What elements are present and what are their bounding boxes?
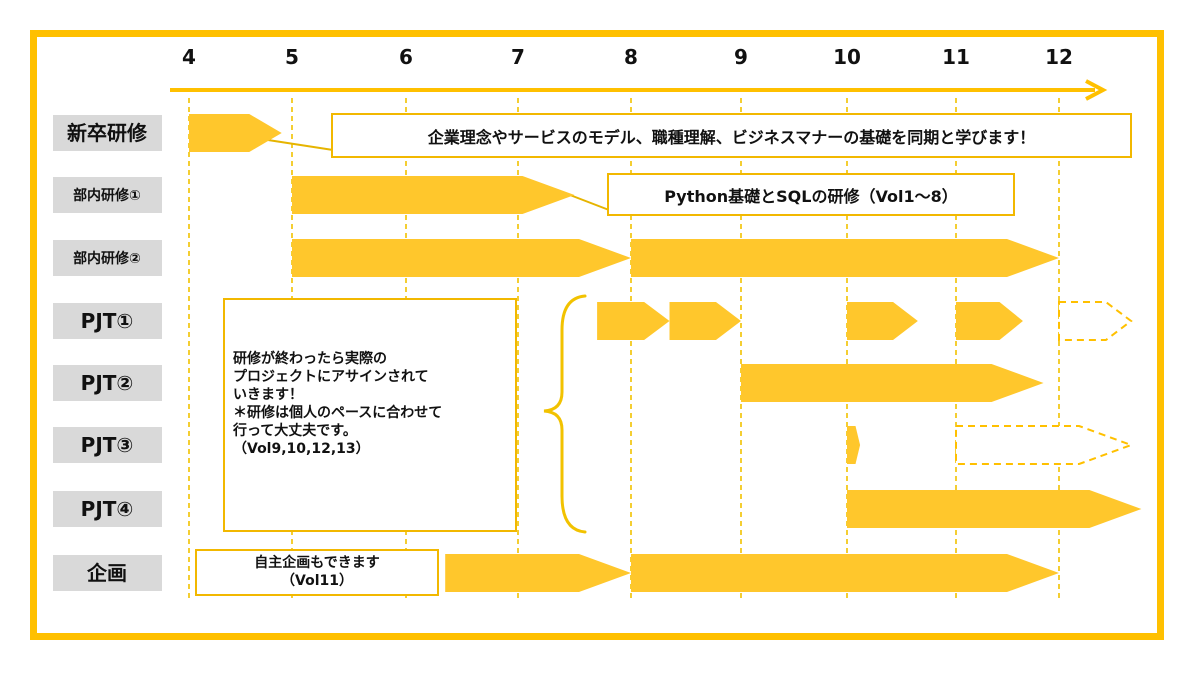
- month-label: 10: [833, 45, 861, 69]
- row-label-box: [53, 115, 162, 151]
- python-callout-text: Python基礎とSQLの研修（Vol1～8）: [664, 186, 958, 206]
- schedule-bar: [631, 554, 1059, 592]
- timeline-arrow: [170, 79, 1108, 101]
- pjt-callout-line: ＊研修は個人のペースに合わせて: [233, 405, 443, 421]
- axis-arrowhead: [1085, 79, 1108, 101]
- schedule-bar: [956, 302, 1023, 340]
- schedule-bar: [741, 364, 1044, 402]
- outer-frame: [30, 30, 1164, 640]
- row-label: 新卒研修: [67, 121, 148, 145]
- pjt-callout-line: （Vol9,10,12,13）: [233, 441, 370, 457]
- schedule-bar: [597, 302, 670, 340]
- month-label: 8: [624, 45, 638, 69]
- pjt-callout-line: 研修が終わったら実際の: [233, 351, 387, 367]
- pjt-callout-line: プロジェクトにアサインされて: [233, 369, 429, 385]
- kikaku-callout: 自主企画もできます （Vol11）: [195, 549, 439, 596]
- schedule-bar: [631, 239, 1059, 277]
- month-label: 7: [511, 45, 525, 69]
- pjt-callout-line: 行って大丈夫です。: [233, 423, 357, 439]
- schedule-bars: [189, 114, 1142, 592]
- month-label: 9: [734, 45, 748, 69]
- callout-connectors: [267, 139, 610, 211]
- row-label: PJT③: [81, 433, 134, 457]
- row-label-box: [53, 555, 162, 591]
- schedule-bar: [292, 239, 631, 277]
- python-callout: Python基礎とSQLの研修（Vol1～8）: [607, 173, 1015, 216]
- pjt-callout-line: いきます！: [233, 387, 303, 403]
- schedule-bar: [847, 426, 861, 464]
- row-label: 企画: [86, 561, 127, 585]
- month-axis: 4 5 6 7 8 9 10 11 12: [182, 45, 1073, 69]
- row-label: 部内研修①: [73, 187, 141, 204]
- schedule-bar: [189, 114, 282, 152]
- connector-line: [569, 194, 610, 211]
- month-label: 5: [285, 45, 299, 69]
- row-label: PJT④: [81, 497, 134, 521]
- pjt-brace: [543, 294, 587, 534]
- row-label-box: [53, 427, 162, 463]
- shinsotsu-callout: 企業理念やサービスのモデル、職種理解、ビジネスマナーの基礎を同期と学びます！: [331, 113, 1132, 158]
- planned-bar: [1058, 301, 1133, 341]
- shinsotsu-callout-text: 企業理念やサービスのモデル、職種理解、ビジネスマナーの基礎を同期と学びます！: [427, 127, 1036, 147]
- row-label-box: [53, 491, 162, 527]
- schedule-bar: [669, 302, 741, 340]
- connector-line: [267, 139, 334, 151]
- row-label: PJT②: [81, 371, 134, 395]
- row-label: 部内研修②: [73, 250, 141, 267]
- month-label: 12: [1045, 45, 1073, 69]
- kikaku-callout-line: （Vol11）: [281, 573, 353, 589]
- schedule-bar: [847, 302, 918, 340]
- row-label: PJT①: [81, 309, 134, 333]
- planned-bar: [955, 425, 1135, 465]
- row-label-box: [53, 303, 162, 339]
- schedule-bar: [292, 176, 575, 214]
- pjt-callout: 研修が終わったら実際の プロジェクトにアサインされて いきます！ ＊研修は個人の…: [223, 298, 517, 532]
- month-label: 11: [942, 45, 970, 69]
- kikaku-callout-line: 自主企画もできます: [254, 555, 380, 571]
- month-label: 4: [182, 45, 196, 69]
- schedule-bar: [847, 490, 1142, 528]
- row-label-box: [53, 365, 162, 401]
- brace-shape: [543, 294, 587, 534]
- schedule-bar: [445, 554, 631, 592]
- month-label: 6: [399, 45, 413, 69]
- row-label-box: [53, 177, 162, 213]
- row-label-box: [53, 240, 162, 276]
